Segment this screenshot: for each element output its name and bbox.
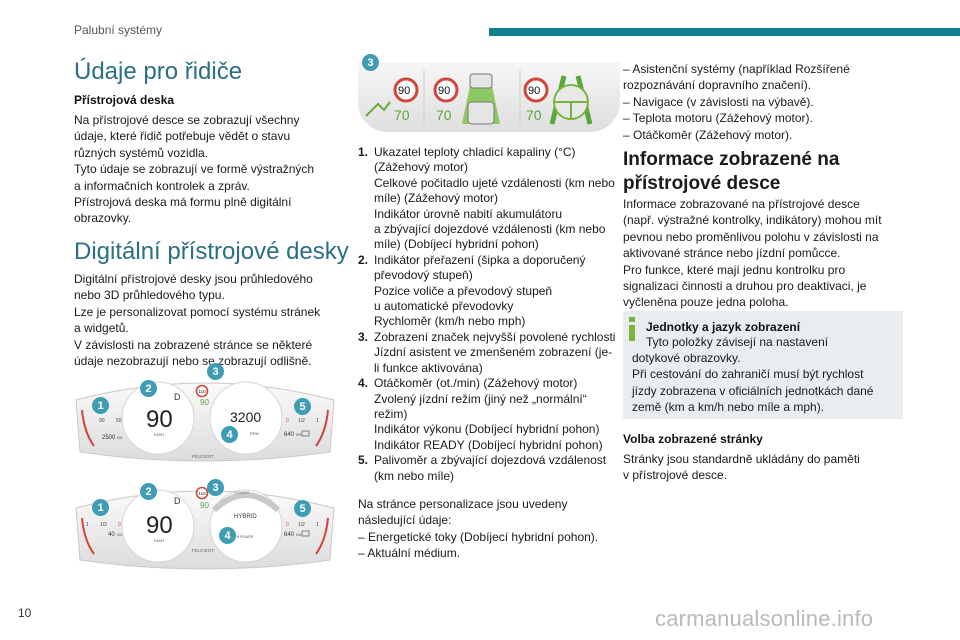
- odometer-value: 2500: [102, 435, 116, 441]
- info-icon: [628, 317, 638, 341]
- list-item: 3.Zobrazení značek nejvyšší povolené ryc…: [358, 329, 616, 375]
- callout-badge-3: 3: [207, 479, 224, 496]
- gear-indicator: D: [174, 496, 181, 506]
- drive-mode: HYBRID: [234, 514, 257, 520]
- info-box-title: Jednotky a jazyk zobrazení: [646, 320, 801, 334]
- callout-badge-4: 4: [219, 527, 236, 544]
- list-item: 2.Indikátor přeřazení (šipka a doporučen…: [358, 252, 586, 329]
- fuel-scale-full: 1: [316, 522, 319, 528]
- speed-sign-graphics: 90 70 90 70 90 70: [365, 70, 593, 125]
- info-box-line-1: Tyto položky závisejí na nastavení: [646, 335, 829, 349]
- personalization-paragraph: Na stránce personalizace jsou uvedeny ná…: [358, 496, 599, 561]
- current-speed-2: 70: [436, 107, 452, 123]
- legend-list: 1.Ukazatel teploty chladicí kapaliny (°C…: [358, 145, 620, 484]
- speed-limit-sign: [195, 384, 209, 398]
- fuel-scale-half: 1/2: [298, 418, 305, 424]
- battery-scale-empty: 0: [118, 522, 121, 528]
- callout-badge-4: 4: [221, 426, 238, 443]
- fuel-range-value: 640: [284, 432, 295, 438]
- driving-assist-icon: [365, 101, 391, 117]
- current-speed-1: 70: [394, 107, 410, 123]
- battery-range-value: 40: [108, 532, 115, 538]
- speed-limit-secondary: 90: [200, 501, 209, 510]
- speed-value: 90: [146, 512, 173, 539]
- paragraph-page-selection: Stránky jsou standardně ukládány do pamě…: [623, 452, 860, 483]
- own-car-icon: [467, 101, 495, 125]
- info-box-text: dotykové obrazovky. Při cestování do zah…: [632, 351, 874, 415]
- rpm-value: 3200: [230, 409, 261, 425]
- instrument-cluster-illustration-2: D 90 KM/H 110 90 POWER HYBRID % POWER 1 …: [75, 486, 335, 570]
- speed-limit-value-3: 90: [528, 85, 540, 97]
- fuel-scale-empty: 0: [286, 522, 289, 528]
- list-item: 5.Palivoměr a zbývající dojezdová vzdále…: [358, 453, 607, 483]
- subheading-page-selection: Volba zobrazené stránky: [623, 432, 763, 446]
- fuel-scale-empty: 0: [286, 418, 289, 424]
- fuel-pump-icon: [301, 530, 310, 537]
- odometer-unit: KM: [117, 436, 122, 440]
- temp-scale-high: 90: [99, 418, 105, 424]
- callout-badge-1: 1: [92, 397, 109, 414]
- speed-limit-sign-3: [523, 77, 549, 103]
- page-number: 10: [18, 606, 32, 620]
- speed-limit-secondary: 90: [200, 398, 209, 407]
- header-accent-bar: [489, 28, 960, 36]
- fuel-range-unit: KM: [296, 533, 301, 537]
- gear-indicator: D: [174, 392, 181, 402]
- callout-badge-2: 2: [140, 483, 157, 500]
- subheading-instrument-panel: Přístrojová deska: [74, 93, 175, 107]
- speed-limit-value: 110: [199, 389, 207, 394]
- speed-limit-sign: [195, 486, 209, 500]
- speed-value: 90: [146, 406, 173, 433]
- fuel-range-value: 640: [284, 532, 295, 538]
- section-header: Palubní systémy: [74, 23, 163, 37]
- battery-scale-full: 1: [86, 522, 89, 528]
- section-title-panel-info: Informace zobrazené na přístrojové desce: [623, 149, 840, 194]
- personalization-list-continued: – Asistenční systémy (například Rozšířen…: [623, 62, 850, 142]
- speed-limit-sign-1: [393, 77, 419, 103]
- brand-logo-text: PEUGEOT: [192, 454, 214, 459]
- rpm-unit: RPM: [250, 431, 259, 436]
- middle-column: 1.Ukazatel teploty chladicí kapaliny (°C…: [358, 145, 620, 562]
- fuel-scale-half: 1/2: [298, 522, 305, 528]
- callout-badge-5: 5: [294, 500, 311, 517]
- fuel-pump-icon: [301, 430, 310, 437]
- list-item: 1.Ukazatel teploty chladicí kapaliny (°C…: [358, 145, 615, 252]
- speed-unit: KM/H: [154, 538, 164, 543]
- car-ahead-icon: [469, 73, 493, 89]
- power-dial-label: POWER: [234, 490, 249, 495]
- speed-limit-value-2: 90: [438, 85, 450, 97]
- section-title-digital-panels: Digitální přístrojové desky: [74, 238, 349, 265]
- paragraph-digital-panels: Digitální přístrojové desky jsou průhled…: [74, 272, 321, 369]
- list-item: 4.Otáčkoměr (ot./min) (Zážehový motor) Z…: [358, 376, 603, 452]
- current-speed-3: 70: [526, 107, 542, 123]
- temp-scale-low: 50: [116, 418, 122, 424]
- brand-logo-text: PEUGEOT: [192, 548, 214, 553]
- speed-unit: KM/H: [154, 432, 164, 437]
- callout-badge-3: 3: [207, 363, 224, 380]
- fuel-scale-full: 1: [316, 418, 319, 424]
- battery-range-unit: KM: [117, 533, 122, 537]
- speed-limit-sign-2: [433, 77, 459, 103]
- callout-badge-3: 3: [362, 54, 379, 71]
- instrument-cluster-illustration-1: D 90 KM/H 110 90 3200 RPM 90 50 2500 KM …: [75, 381, 335, 462]
- speed-limit-value-1: 90: [398, 85, 410, 97]
- callout-badge-2: 2: [140, 380, 157, 397]
- callout-badge-1: 1: [92, 499, 109, 516]
- power-label: % POWER: [236, 535, 254, 539]
- section-title-driver-info: Údaje pro řidiče: [74, 58, 243, 85]
- battery-scale-half: 1/2: [100, 522, 107, 528]
- fuel-range-unit: KM: [296, 433, 301, 437]
- callout-badge-5: 5: [294, 398, 311, 415]
- paragraph-instrument-panel: Na přístrojové desce se zobrazují všechn…: [74, 113, 315, 226]
- info-box: [623, 311, 903, 419]
- speed-limit-value: 110: [199, 491, 207, 496]
- watermark: carmanualsonline.info: [655, 606, 874, 631]
- paragraph-panel-info: Informace zobrazované na přístrojové des…: [623, 197, 882, 310]
